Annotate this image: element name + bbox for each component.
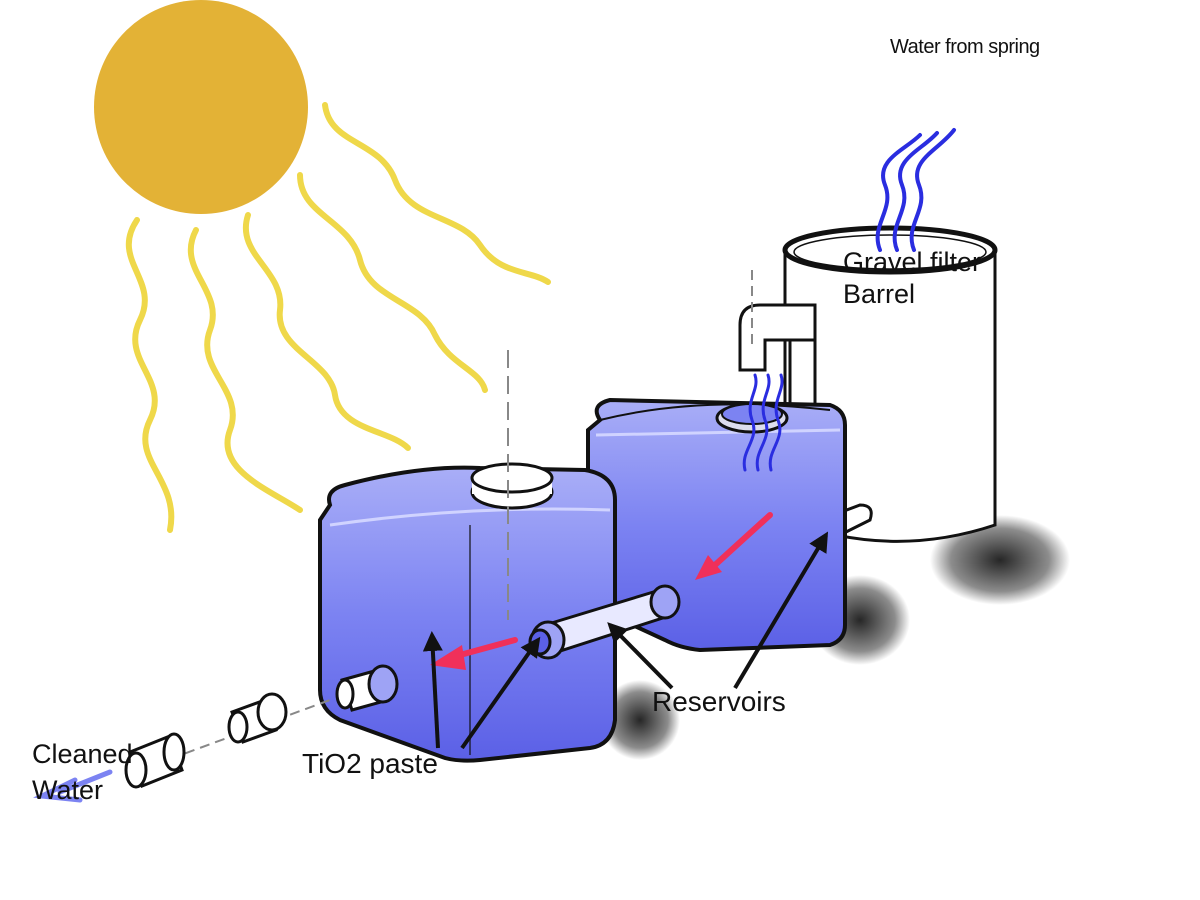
- sun-icon: [94, 0, 308, 214]
- leader-tio2-up: [422, 631, 443, 749]
- front-reservoir: [318, 462, 617, 763]
- gravel-filter-barrel-label: Gravel filter Barrel: [843, 246, 981, 310]
- leader-reservoir-back: [733, 531, 829, 690]
- barrel-shadow: [930, 515, 1070, 605]
- flow-arrow-head: [695, 555, 722, 580]
- sun-rays: [125, 102, 551, 533]
- sun-ray: [322, 102, 551, 285]
- flow-arrow-head: [430, 645, 466, 670]
- sun-ray: [125, 217, 175, 533]
- cleaned-water-label: Cleaned Water: [32, 736, 133, 808]
- flow-arrows: [430, 512, 773, 670]
- connector-pipe: [528, 584, 681, 660]
- front-tank-shadow: [600, 680, 680, 760]
- flow-arrow: [457, 637, 518, 658]
- sun-ray: [242, 212, 411, 451]
- outlet-fitting: [335, 664, 399, 712]
- cleaned-water-arrow: [33, 769, 113, 803]
- leader-reservoir-front: [607, 622, 674, 690]
- water-from-spring-label: Water from spring: [890, 36, 1040, 58]
- gravel-filter-text: Gravel filter: [843, 247, 982, 277]
- reservoirs-label: Reservoirs: [652, 686, 786, 717]
- back-tank-inflow-streams: [742, 373, 784, 472]
- flow-arrow: [712, 512, 773, 568]
- cleaned-text: Cleaned: [32, 739, 133, 769]
- sun-ray: [297, 172, 488, 393]
- water-text: Water: [32, 775, 104, 805]
- spring-water-streams: [875, 128, 956, 252]
- exploded-fitting-1: [227, 692, 288, 744]
- leader-tio2-pipe: [460, 636, 541, 750]
- sun-ray: [187, 227, 303, 513]
- exploded-fitting-2: [124, 732, 186, 789]
- leader-lines: [422, 531, 829, 750]
- tio2-paste-label: TiO2 paste: [302, 748, 438, 779]
- barrel-text: Barrel: [843, 279, 916, 309]
